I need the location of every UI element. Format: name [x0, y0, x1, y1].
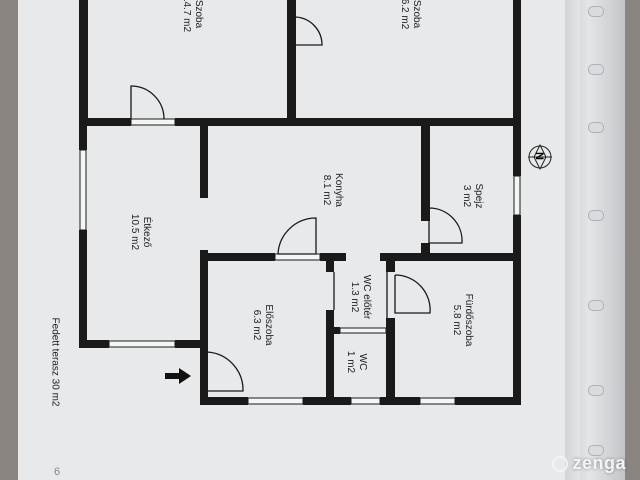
room-label-furdoszoba: Fürdőszoba 5.8 m2 — [450, 294, 474, 347]
zenga-logo-icon — [552, 456, 569, 472]
punch-hole — [588, 210, 604, 221]
punch-hole — [588, 300, 604, 311]
room-label-szoba-right: Szoba 6.2 m2 — [398, 0, 422, 29]
plastic-sleeve — [565, 0, 625, 480]
punch-hole — [588, 122, 604, 133]
room-area: 14.7 m2 — [181, 0, 192, 33]
watermark: zenga — [552, 453, 626, 474]
punch-hole — [588, 385, 604, 396]
punch-hole — [588, 64, 604, 75]
room-name: Előszoba — [263, 304, 274, 346]
door-swing — [130, 85, 165, 120]
north-arrow-icon: N — [526, 143, 554, 171]
wall — [79, 0, 88, 125]
watermark-text: zenga — [572, 453, 626, 473]
room-label-szoba-left: Szoba 14.7 m2 — [180, 0, 204, 32]
room-name: Szoba — [193, 0, 204, 29]
room-name: WC előtér — [361, 274, 372, 320]
terrace-label: Fedett terasz 30 m2 — [49, 317, 61, 407]
room-label-konyha: Konyha 8.1 m2 — [320, 173, 344, 207]
room-area: 1.3 m2 — [349, 281, 360, 313]
entrance-arrow-icon — [165, 368, 191, 384]
punch-hole — [588, 445, 604, 456]
room-area: 6.3 m2 — [251, 309, 262, 341]
room-name: Konyha — [333, 173, 344, 207]
room-name: Szoba — [411, 0, 422, 29]
compass-letter: N — [532, 152, 545, 160]
room-label-wc-eloter: WC előtér 1.3 m2 — [348, 275, 372, 319]
room-label-wc: WC 1 m2 — [344, 351, 368, 373]
room-area: 6.2 m2 — [399, 0, 410, 30]
room-label-speiz: Spejz 3 m2 — [460, 183, 484, 208]
room-area: 1 m2 — [345, 350, 356, 374]
room-name: Étkező — [141, 216, 152, 248]
room-area: 3 m2 — [461, 184, 472, 208]
page-number: 6 — [54, 466, 61, 478]
room-area: 5.8 m2 — [451, 304, 462, 336]
room-area: 8.1 m2 — [321, 174, 332, 206]
room-label-etkezo: Étkező 10.5 m2 — [128, 214, 152, 250]
room-area: 10.5 m2 — [129, 213, 140, 251]
room-name: Spejz — [473, 183, 484, 209]
room-name: WC — [357, 353, 368, 371]
punch-hole — [588, 6, 604, 17]
room-name: Fürdőszoba — [463, 293, 474, 347]
room-label-eloszoba: Előszoba 6.3 m2 — [250, 304, 274, 345]
